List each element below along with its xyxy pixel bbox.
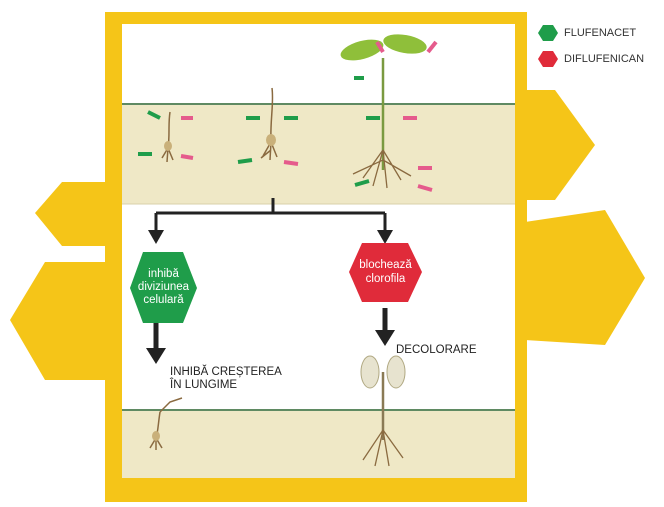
- decor-hexagon-right-bottom: [525, 210, 645, 345]
- decor-hexagon-left-top: [35, 182, 110, 246]
- legend-label-flufenacet: FLUFENACET: [564, 27, 636, 39]
- soil-band-top: [122, 104, 515, 204]
- legend-label-diflufenican: DIFLUFENICAN: [564, 53, 644, 65]
- decor-hexagon-left-bottom: [10, 262, 110, 380]
- red-hexagon-icon: [538, 51, 558, 67]
- flufenacet-effect-text: inhibă diviziunea celulară: [130, 252, 197, 323]
- effect-label-discoloration: DECOLORARE: [396, 344, 477, 357]
- legend-item-diflufenican: DIFLUFENICAN: [538, 51, 644, 67]
- green-hexagon-icon: [538, 25, 558, 41]
- decor-hexagon-right-top: [525, 90, 595, 200]
- soil-band-bottom: [122, 410, 515, 478]
- legend-item-flufenacet: FLUFENACET: [538, 25, 636, 41]
- effect-label-growth: INHIBĂ CREȘTEREA ÎN LUNGIME: [170, 366, 282, 392]
- diflufenican-effect-text: blochează clorofila: [349, 243, 422, 302]
